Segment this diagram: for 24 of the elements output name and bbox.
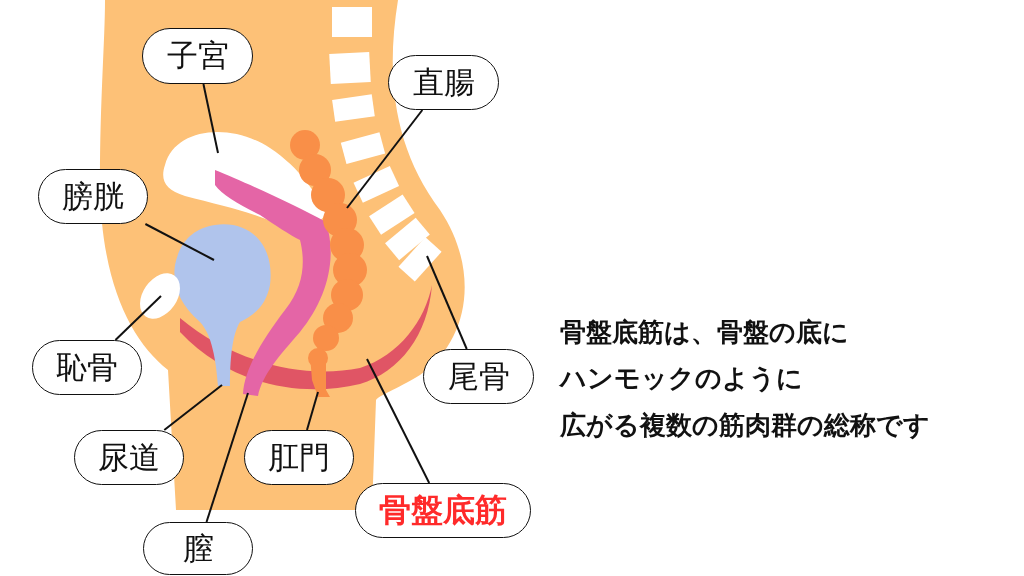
leader-line [114,295,162,341]
leader-line [426,255,468,350]
explanation-text: ハンモックのように [560,362,803,395]
highlighted-term: 骨盤底筋 [379,489,507,531]
label-bubble [143,522,253,575]
part-name: 肛門 [268,437,330,477]
label-bubble [38,169,148,224]
part-name: 尿道 [98,437,160,477]
explanation-text: 広がる複数の筋肉群の総称です [560,409,930,442]
leader-line [163,384,223,431]
part-name: 膀胱 [62,176,124,216]
leader-line [306,391,319,431]
part-name: 子宮 [166,36,229,75]
leader-line [366,358,431,484]
leader-line [346,109,424,209]
part-name: 恥骨 [56,347,118,387]
leader-line [202,83,219,154]
part-name: 直腸 [412,62,475,102]
leader-line [205,392,249,523]
part-name: 尾骨 [447,356,510,396]
label-bubble [32,340,142,395]
part-name: 膣 [182,528,214,568]
explanation-text: 骨盤底筋は、骨盤の底に [560,316,849,349]
leader-line [144,223,215,261]
